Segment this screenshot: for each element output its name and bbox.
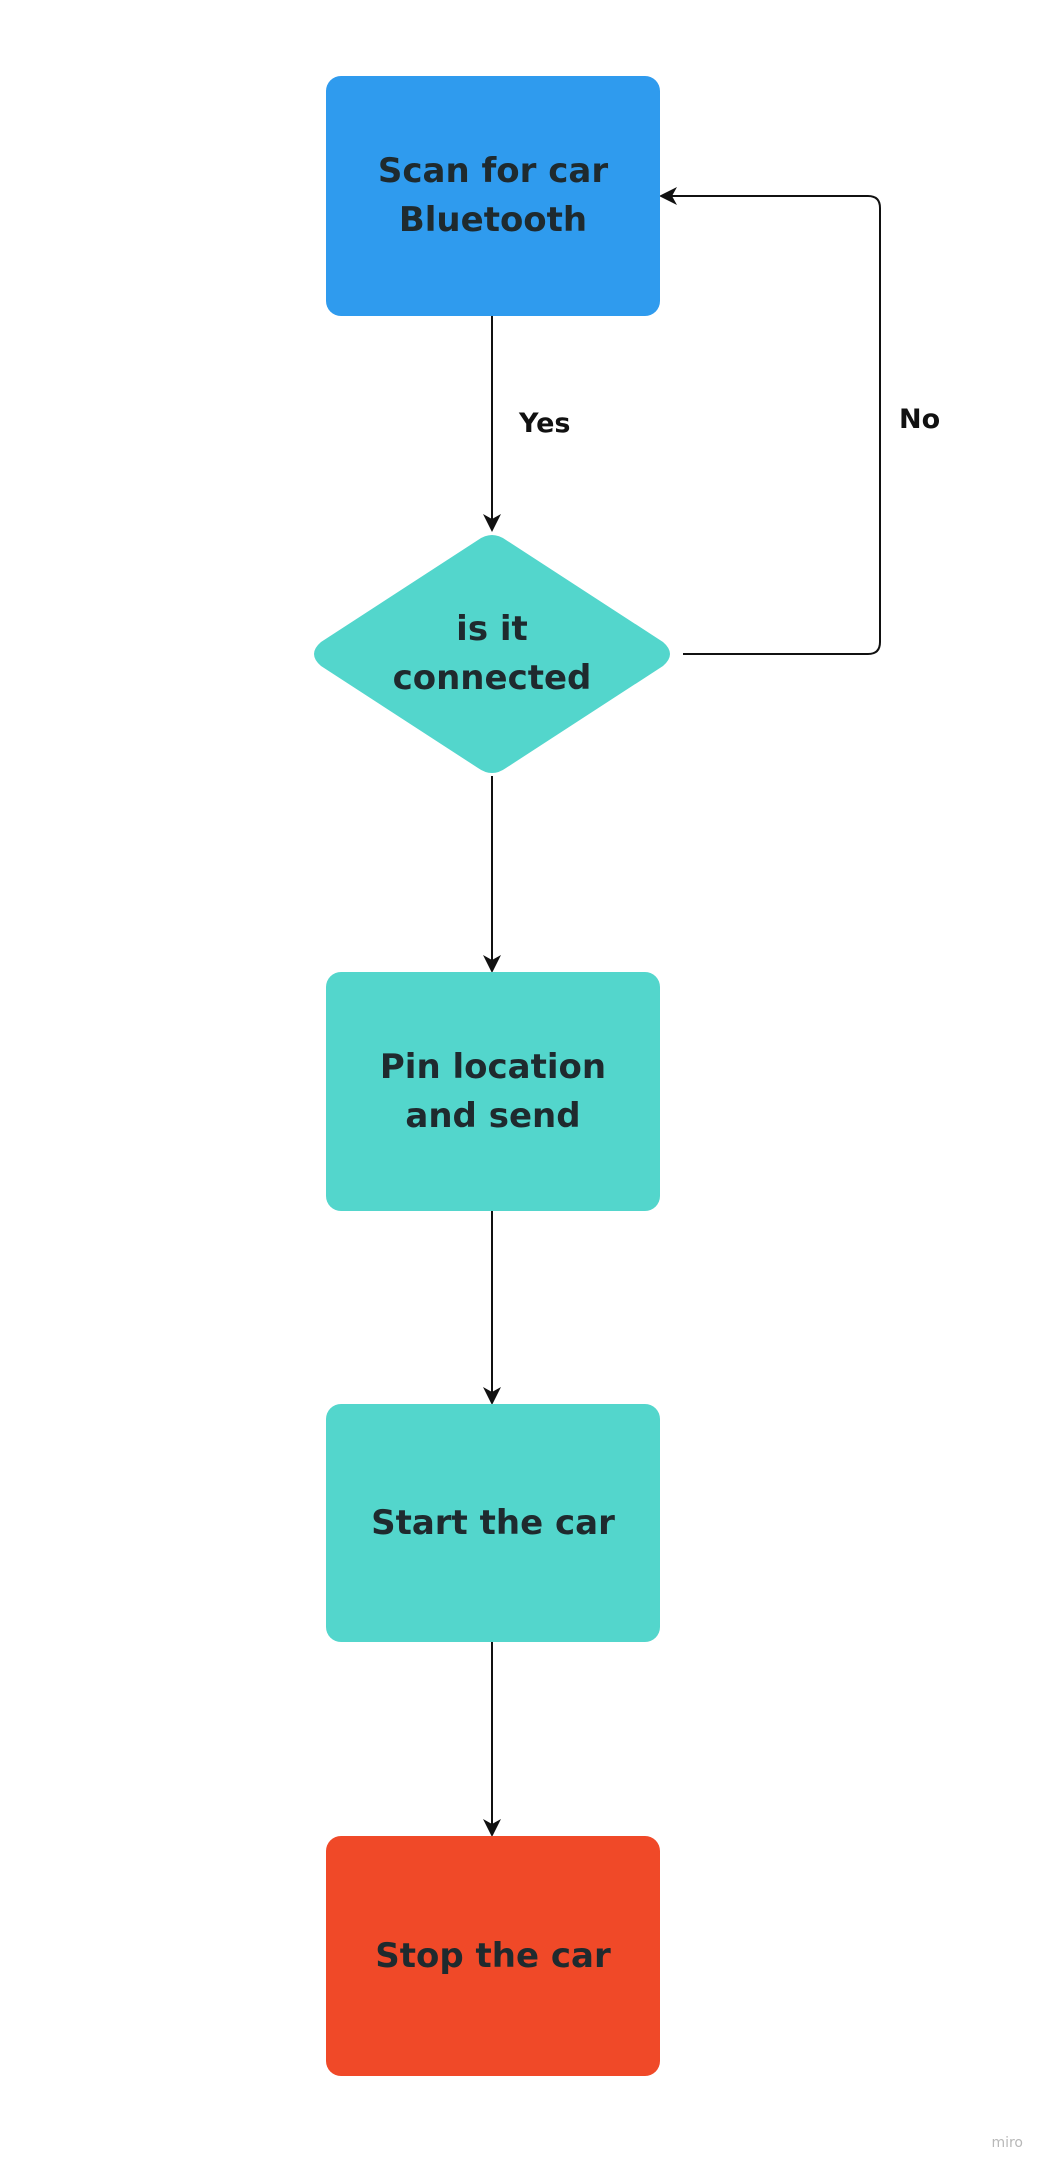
node-stop-car-label: Stop the car xyxy=(375,1935,611,1976)
node-start-car-label: Start the car xyxy=(371,1502,615,1543)
edge-label-yes: Yes xyxy=(519,408,571,439)
node-scan-bluetooth[interactable]: Scan for car Bluetooth xyxy=(326,76,660,316)
edge-label-no: No xyxy=(899,404,941,435)
node-pin-location-label: Pin location and send xyxy=(379,1046,607,1136)
edge-connected-to-scan xyxy=(659,187,881,655)
decision-label: is it connected xyxy=(392,609,592,698)
node-start-car[interactable]: Start the car xyxy=(326,1404,660,1642)
miro-watermark: miro xyxy=(991,2135,1023,2151)
node-scan-bluetooth-label: Scan for car Bluetooth xyxy=(377,151,609,240)
node-stop-car[interactable]: Stop the car xyxy=(326,1836,660,2076)
node-pin-location[interactable]: Pin location and send xyxy=(326,972,660,1211)
decision-diamond[interactable] xyxy=(314,535,670,773)
